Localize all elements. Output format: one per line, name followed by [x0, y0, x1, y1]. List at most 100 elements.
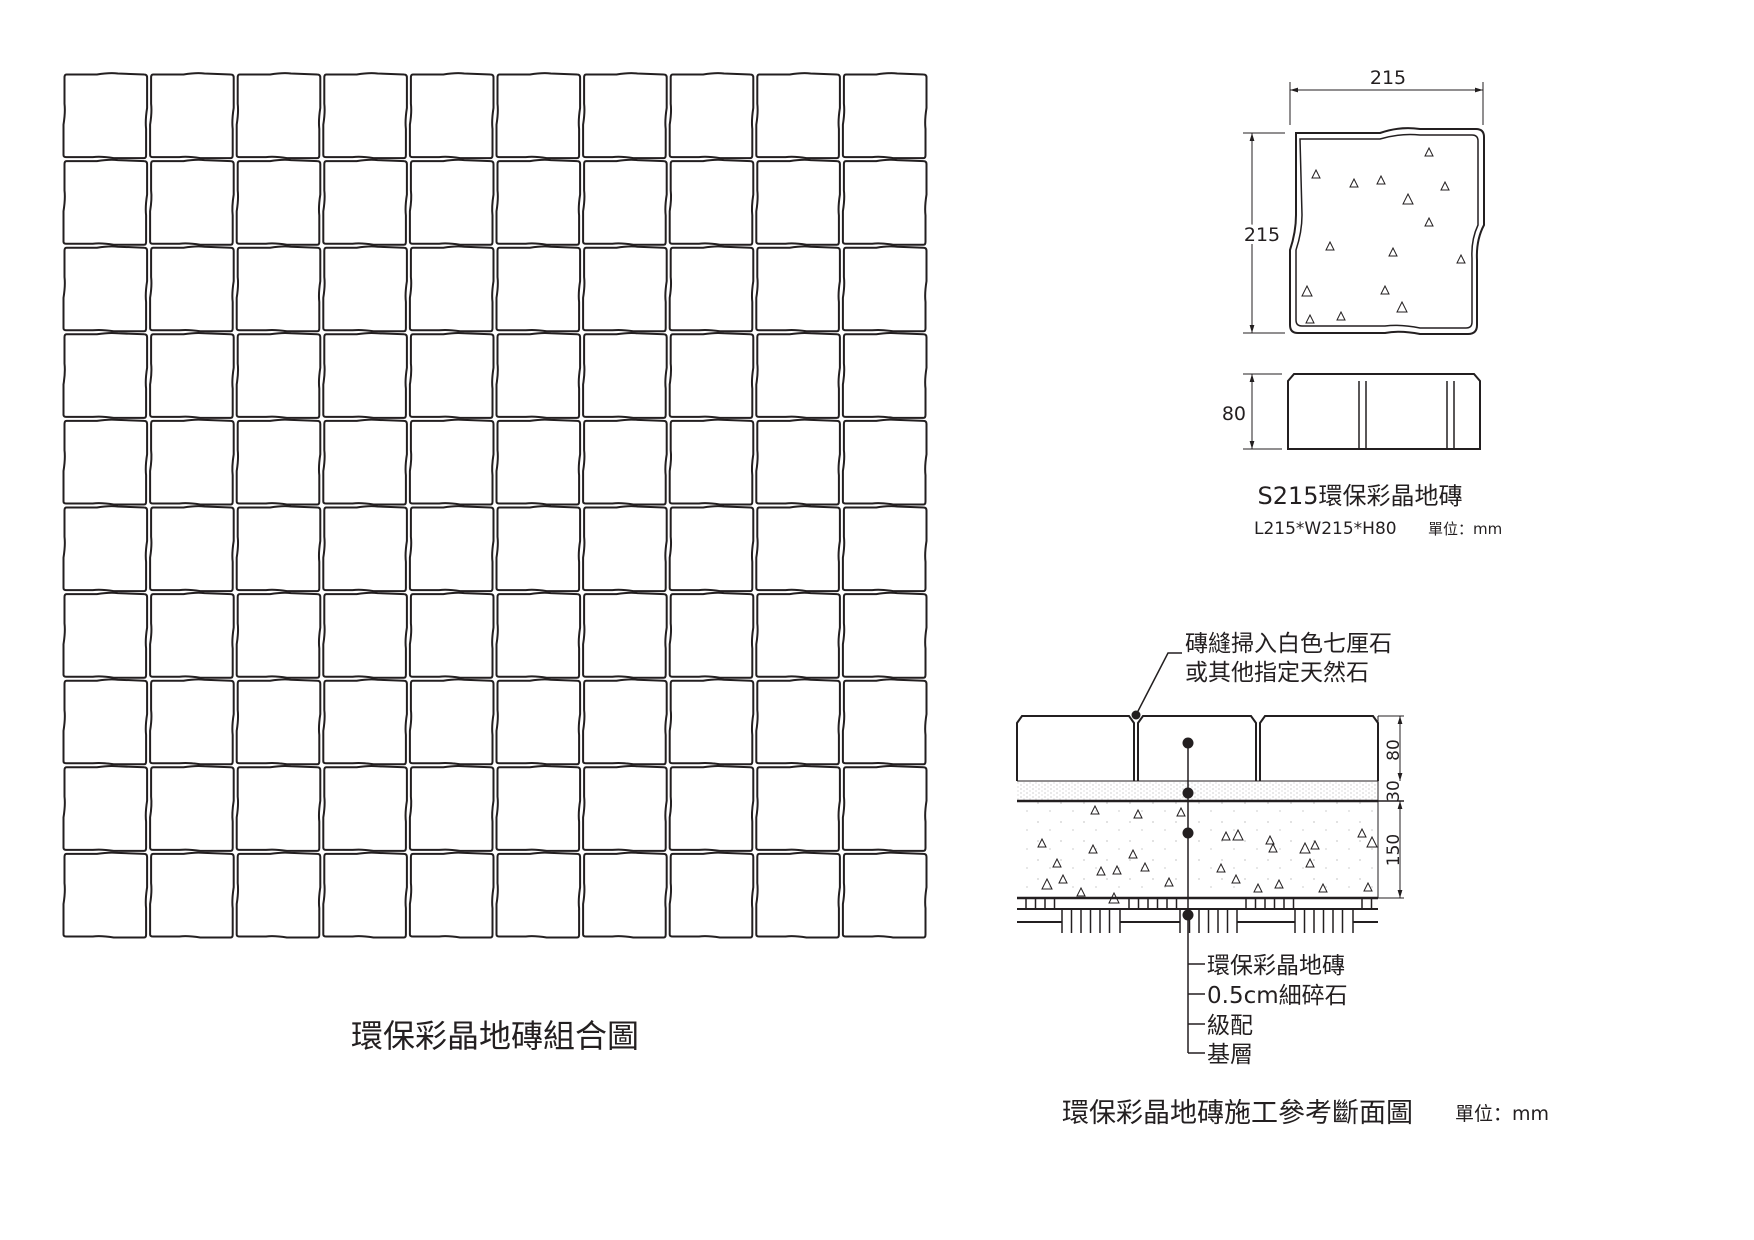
aggregate-mark — [1402, 192, 1414, 205]
subgrade-hatch — [1017, 898, 1378, 933]
paver-tile — [668, 72, 755, 160]
aggregate-mark — [1336, 310, 1346, 321]
height-dimension: 80 — [1222, 403, 1246, 425]
aggregate-mark — [1268, 842, 1278, 853]
paver-tile — [149, 331, 235, 419]
paver-tile — [62, 158, 149, 246]
paver-tile — [495, 158, 582, 246]
paver-tile — [495, 418, 582, 506]
paver-tile — [235, 764, 322, 852]
paver-tile — [841, 158, 928, 246]
paver-tile — [149, 158, 235, 246]
paver-tile — [235, 72, 322, 160]
aggregate-mark — [1424, 216, 1434, 227]
aggregate-mark — [1096, 865, 1106, 876]
layer-dot-gravel — [1182, 827, 1194, 839]
width-dimension: 215 — [1370, 67, 1406, 89]
paver-tile — [62, 418, 149, 506]
tile-top-view: 215 215 — [1241, 67, 1485, 335]
aggregate-mark — [1388, 246, 1398, 257]
paver-tile — [408, 72, 495, 160]
paver-tile — [668, 851, 755, 939]
paver-tile — [668, 245, 755, 333]
paver-tile — [668, 764, 755, 852]
paver-tile — [841, 72, 928, 160]
paver-tile — [62, 331, 149, 419]
aggregate-mark — [1232, 828, 1244, 841]
aggregate-mark — [1305, 313, 1315, 324]
paver-tile — [582, 331, 668, 419]
paver-tile — [841, 418, 928, 506]
tile-side-view: 80 — [1222, 373, 1481, 450]
paver-tile — [668, 418, 755, 506]
aggregate-mark — [1357, 827, 1367, 838]
layout-plan-caption: 環保彩晶地磚組合圖 — [351, 1017, 639, 1055]
paver-tile — [149, 591, 235, 679]
aggregate-mark — [1310, 839, 1320, 850]
paver-tile — [62, 851, 149, 939]
aggregate-mark — [1363, 881, 1373, 892]
paver-tile — [149, 72, 235, 160]
paver-tile — [668, 678, 755, 766]
layer-dot-sand — [1182, 787, 1194, 799]
section-unit: 單位：mm — [1455, 1103, 1549, 1125]
paver-tile — [322, 764, 408, 852]
aggregate-mark — [1318, 882, 1328, 893]
paver-tile — [62, 764, 149, 852]
aggregate-mark — [1231, 873, 1241, 884]
paver-tile — [495, 851, 582, 939]
paver-tile — [755, 591, 841, 679]
paver-tile — [755, 678, 841, 766]
paver-tile — [495, 764, 582, 852]
aggregate-mark — [1112, 864, 1122, 875]
paver-tile — [755, 764, 841, 852]
aggregate-mark — [1140, 861, 1150, 872]
paver-tile — [841, 764, 928, 852]
joint-callout-dot — [1131, 710, 1141, 720]
aggregate-mark — [1301, 284, 1313, 297]
paver-tile — [322, 331, 408, 419]
paver-tile — [62, 505, 149, 593]
construction-section: 80 30 150 磚縫掃入白色七厘石 或其他指定天然石 環保彩晶地磚 0.5c… — [1016, 631, 1404, 1068]
paver-tile — [149, 418, 235, 506]
aggregate-mark — [1424, 146, 1434, 157]
paver-tile — [408, 418, 495, 506]
aggregate-mark — [1305, 857, 1315, 868]
tile-unit: 單位：mm — [1428, 520, 1502, 538]
paver-tile — [62, 72, 149, 160]
paver-tile — [62, 591, 149, 679]
aggregate-mark — [1396, 300, 1408, 313]
paver-tile — [149, 678, 235, 766]
paver-tile — [235, 505, 322, 593]
aggregate-mark — [1376, 174, 1386, 185]
paver-tile — [582, 158, 668, 246]
paver-tile — [755, 418, 841, 506]
paver-tile — [149, 764, 235, 852]
paver-tile — [841, 851, 928, 939]
paver-tile — [755, 158, 841, 246]
paver-tile — [582, 72, 668, 160]
paver-tile — [408, 245, 495, 333]
paver-tile — [841, 331, 928, 419]
paver-tile — [235, 591, 322, 679]
paver-tile — [755, 245, 841, 333]
layer-dot-paver — [1182, 737, 1194, 749]
paver-tile — [495, 591, 582, 679]
paver-tile — [582, 245, 668, 333]
paver-tile — [582, 418, 668, 506]
aggregate-mark — [1456, 253, 1466, 264]
paver-tile — [62, 678, 149, 766]
paver-tile — [495, 505, 582, 593]
paver-tile — [235, 245, 322, 333]
paver-tile — [322, 72, 408, 160]
aggregate-mark — [1076, 886, 1086, 897]
aggregate-mark — [1253, 882, 1263, 893]
paver-tile — [582, 851, 668, 939]
paver-tile — [668, 158, 755, 246]
paver-tile — [495, 331, 582, 419]
aggregate-mark — [1274, 878, 1284, 889]
paver-tile — [322, 158, 408, 246]
joint-note-line1: 磚縫掃入白色七厘石 — [1185, 631, 1392, 657]
paver-tile — [495, 245, 582, 333]
aggregate-mark — [1128, 848, 1138, 859]
